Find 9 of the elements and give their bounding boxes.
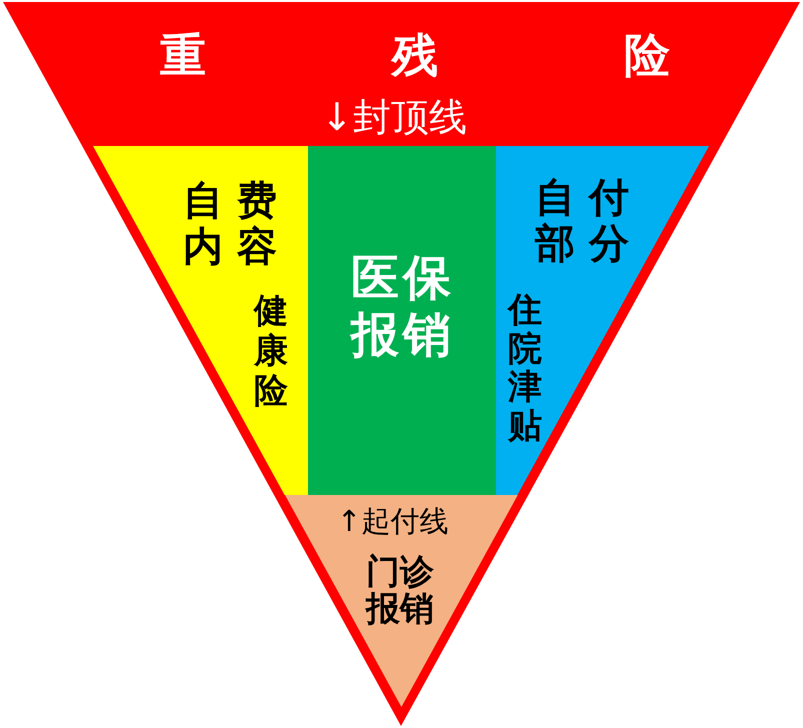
section-note: 住院津贴	[508, 291, 543, 445]
section-title: 自费内容	[183, 178, 292, 270]
section-title: 医保报销	[351, 250, 456, 364]
section-title: 自付部分	[535, 175, 644, 267]
section-title: 门诊报销	[366, 554, 435, 628]
deductible-line-label: ↑起付线	[336, 503, 450, 539]
section-note: 健康险	[254, 291, 289, 411]
heading: 重残险	[160, 28, 670, 82]
cap-line-label: ↓封顶线	[321, 94, 468, 140]
